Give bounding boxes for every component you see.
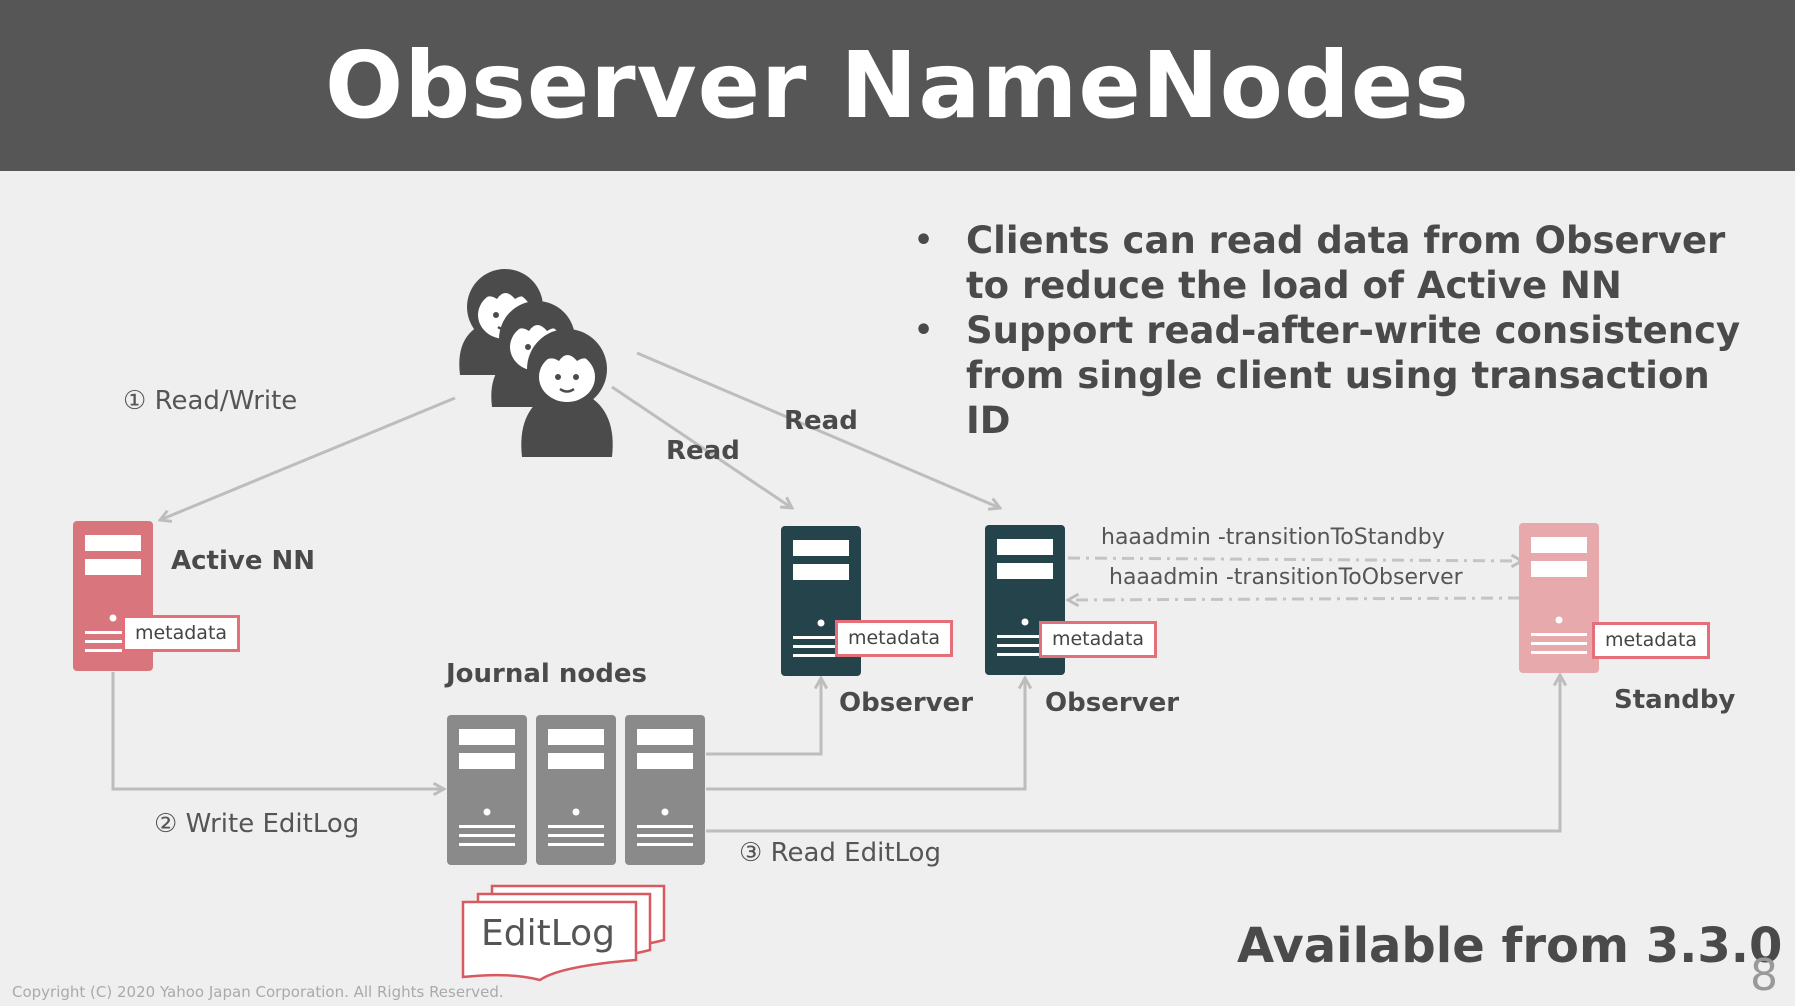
arrow-editlog-standby <box>706 675 1560 833</box>
label-read-editlog: ③ Read EditLog <box>739 838 941 868</box>
arrow-transition-to-observer <box>1068 598 1521 600</box>
label-read-1: Read <box>666 436 740 466</box>
arrow-transition-to-standby <box>1067 558 1522 561</box>
metadata-standby: metadata <box>1592 622 1710 659</box>
label-write-editlog: ② Write EditLog <box>154 809 360 839</box>
label-read-write: ① Read/Write <box>123 386 298 416</box>
label-active-nn: Active NN <box>171 546 316 576</box>
arrow-read-observer-1 <box>611 385 792 508</box>
metadata-active-nn: metadata <box>122 615 240 652</box>
editlog-document-icon <box>461 884 666 982</box>
label-cmd-to-observer: haaadmin -transitionToObserver <box>1109 565 1463 590</box>
users-group-icon <box>459 269 613 457</box>
journal-node-3-icon <box>625 715 705 865</box>
copyright-text: Copyright (C) 2020 Yahoo Japan Corporati… <box>12 983 504 1001</box>
journal-node-1-icon <box>447 715 527 865</box>
metadata-observer-2: metadata <box>1039 621 1157 658</box>
bullet-item: Support read-after-write consistency fro… <box>910 308 1760 443</box>
arrow-read-write <box>160 396 456 520</box>
label-journal-nodes: Journal nodes <box>446 659 647 689</box>
label-observer-1: Observer <box>839 688 974 718</box>
label-read-2: Read <box>784 406 858 436</box>
availability-note: Available from 3.3.0 <box>1237 918 1783 974</box>
metadata-observer-1: metadata <box>835 620 953 657</box>
journal-node-2-icon <box>536 715 616 865</box>
arrow-editlog-observer-2 <box>706 678 1025 791</box>
arrow-read-observer-2 <box>636 351 1000 508</box>
label-cmd-to-standby: haaadmin -transitionToStandby <box>1101 525 1445 550</box>
arrow-write-editlog <box>111 672 444 789</box>
label-standby: Standby <box>1614 685 1736 715</box>
bullet-item: Clients can read data from Observer to r… <box>910 218 1760 308</box>
bullet-list: Clients can read data from Observer to r… <box>910 218 1760 443</box>
arrow-editlog-observer-1 <box>706 678 821 756</box>
architecture-diagram <box>73 269 1599 982</box>
label-observer-2: Observer <box>1045 688 1180 718</box>
page-number: 8 <box>1750 950 1778 1001</box>
page-title: Observer NameNodes <box>325 32 1470 139</box>
editlog-label: EditLog <box>480 913 615 954</box>
standby-server-icon <box>1519 523 1599 673</box>
header-bar: Observer NameNodes <box>0 0 1795 171</box>
